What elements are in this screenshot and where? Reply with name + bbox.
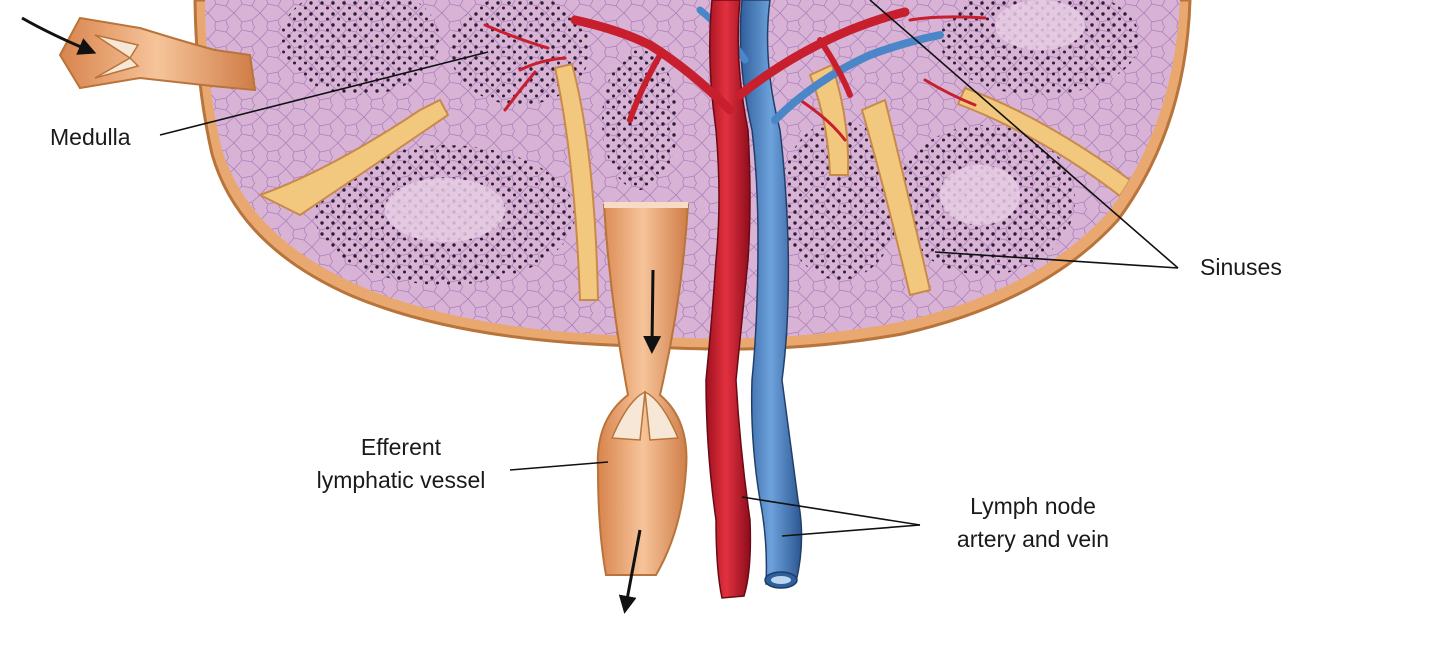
artery-vein-label-line1: Lymph node	[938, 490, 1128, 523]
efferent-label-line1: Efferent	[296, 431, 506, 464]
medulla-label: Medulla	[50, 121, 131, 154]
node-tissue	[200, 0, 1190, 350]
efferent-lymphatic-vessel	[598, 205, 688, 575]
efferent-lymphatic-vessel-label: Efferent lymphatic vessel	[296, 431, 506, 497]
medulla-label-text: Medulla	[50, 121, 131, 154]
flow-arrow-icon	[652, 270, 653, 345]
vein-leader-line	[782, 525, 920, 536]
sinuses-label: Sinuses	[1200, 251, 1282, 284]
artery-vein-label: Lymph node artery and vein	[938, 490, 1128, 556]
sinuses-label-text: Sinuses	[1200, 251, 1282, 284]
artery-vein-label-line2: artery and vein	[938, 523, 1128, 556]
efferent-leader-line	[510, 462, 608, 470]
efferent-label-line2: lymphatic vessel	[296, 464, 506, 497]
